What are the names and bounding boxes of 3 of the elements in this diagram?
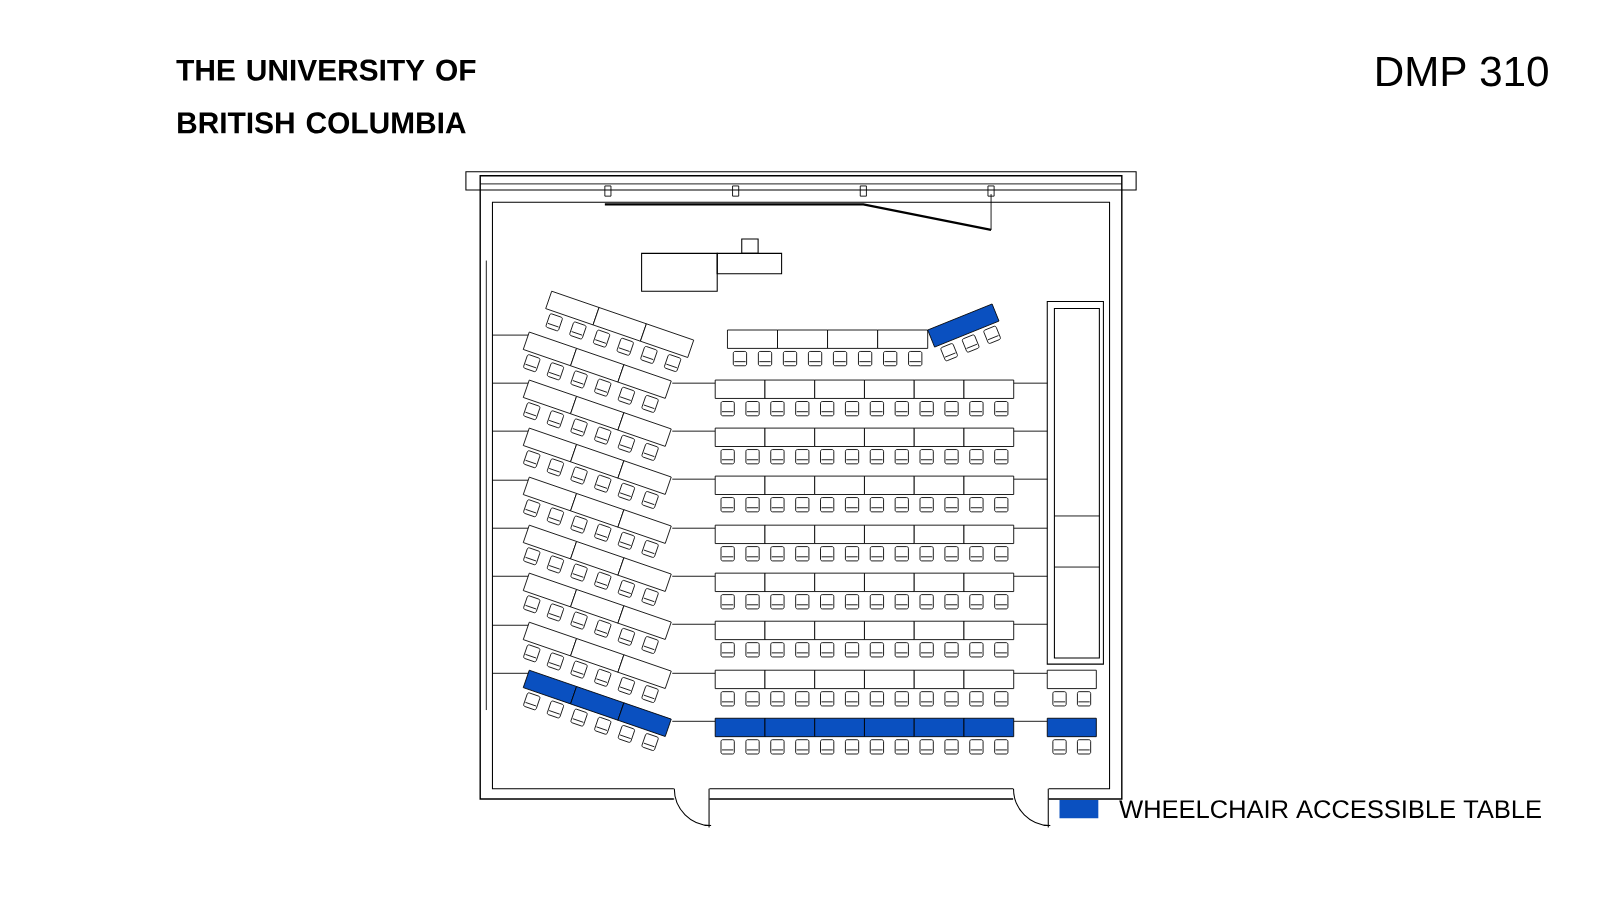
university-name: THE UNIVERSITY OF BRITISH COLUMBIA (176, 59, 476, 134)
title: DMP 310 (1377, 56, 1548, 87)
legend-label: WHEELCHAIR ACCESSIBLE TABLE (1119, 800, 1541, 819)
